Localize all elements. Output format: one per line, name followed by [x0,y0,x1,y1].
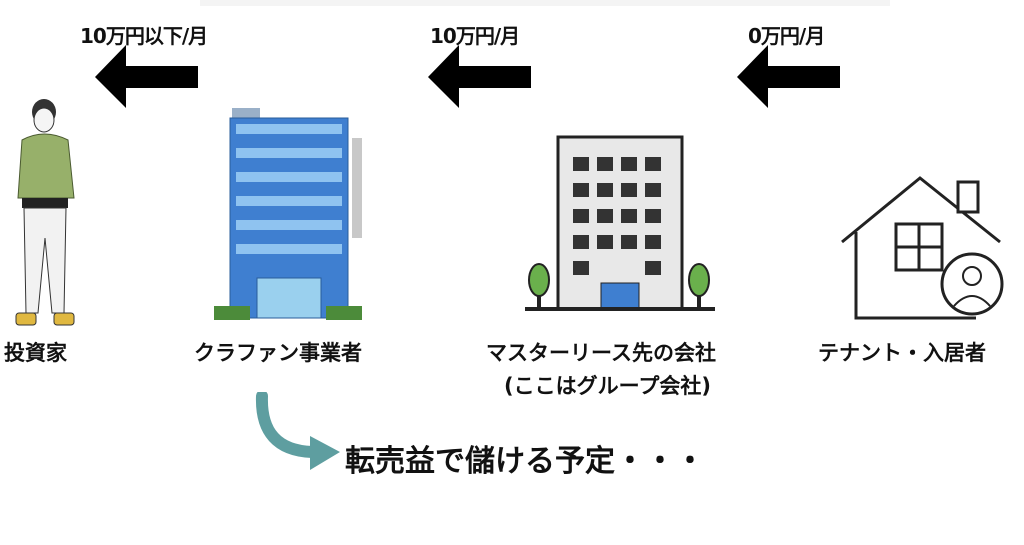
label-crowdfunding-operator: クラファン事業者 [194,341,362,365]
left-arrow-icon [428,45,531,108]
label-tenant: テナント・入居者 [818,341,986,365]
flow-amount-investor: 10万円以下/月 [80,24,208,48]
curved-arrow-icon [255,392,340,470]
resale-profit-note: 転売益で儲ける予定・・・ [345,444,705,479]
apartment-building-icon [525,135,715,311]
label-master-lease-company: マスターリース先の会社 [486,341,716,365]
top-strip [200,0,890,6]
flow-amount-master: 0万円/月 [748,24,825,48]
office-building-icon [214,108,362,320]
investor-person-icon [15,99,75,326]
house-with-tenant-icon [841,176,1004,320]
label-master-lease-note: (ここはグループ会社) [504,374,711,398]
flow-amount-operator: 10万円/月 [430,24,520,48]
left-arrow-icon [95,45,198,108]
left-arrow-icon [737,45,840,108]
label-investor: 投資家 [4,341,67,365]
